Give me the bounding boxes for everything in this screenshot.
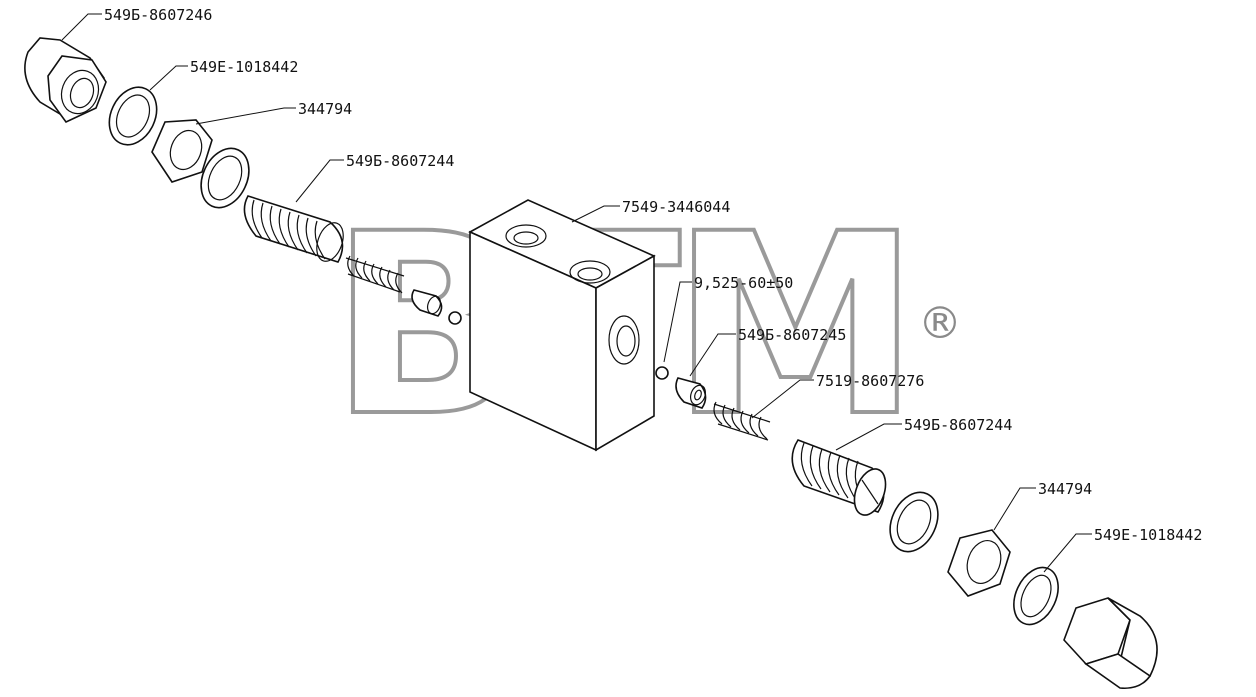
valve-block xyxy=(468,199,656,452)
callout-screw-top: 549Б-8607244 xyxy=(346,152,454,170)
callout-spring-bottom: 7519-8607276 xyxy=(816,372,924,390)
leader-lines xyxy=(61,13,1092,573)
callout-block: 7549-3446044 xyxy=(622,198,730,216)
callout-nut-bottom: 344794 xyxy=(1038,480,1092,498)
washer-top-2 xyxy=(200,147,250,209)
callout-cap-nut-top: 549Б-8607246 xyxy=(104,6,212,24)
hex-nut-bottom xyxy=(947,529,1011,597)
callout-ball: 9,525-60±50 xyxy=(694,274,793,292)
valve-plunger-top xyxy=(411,289,443,317)
cap-nut-top xyxy=(24,37,107,124)
washer-bottom-2 xyxy=(1013,566,1059,626)
threaded-screw-top xyxy=(243,195,344,263)
callout-valve-bottom: 549Б-8607245 xyxy=(738,326,846,344)
threaded-screw-bottom xyxy=(791,439,887,516)
callout-screw-bottom: 549Б-8607244 xyxy=(904,416,1012,434)
callout-washer-top: 549Е-1018442 xyxy=(190,58,298,76)
watermark-registered-mark: ® xyxy=(918,298,962,349)
callout-washer-bottom: 549Е-1018442 xyxy=(1094,526,1202,544)
hex-nut-top xyxy=(151,119,213,183)
ball-top xyxy=(448,311,462,325)
cap-nut-bottom xyxy=(1063,597,1158,690)
spring-top xyxy=(345,255,405,294)
washer-bottom-1 xyxy=(889,491,939,553)
washer-top xyxy=(108,86,158,146)
ball-bottom xyxy=(655,366,669,380)
callout-nut-top: 344794 xyxy=(298,100,352,118)
valve-plunger-bottom xyxy=(675,377,707,409)
spring-bottom xyxy=(713,401,771,441)
